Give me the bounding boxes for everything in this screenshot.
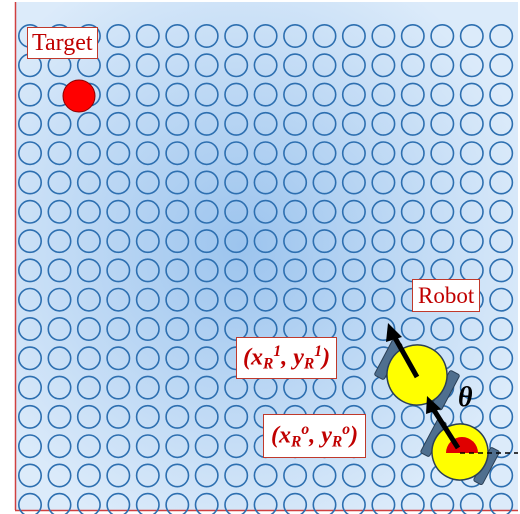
paren-open: ( bbox=[271, 423, 279, 449]
robot-label: Robot bbox=[412, 279, 480, 312]
target-label: Target bbox=[27, 27, 98, 59]
target-label-text: Target bbox=[32, 30, 93, 56]
position-0-label: (xRo, yRo) bbox=[263, 414, 366, 458]
target-marker bbox=[63, 80, 95, 112]
position-1-label: (xR1, yR1) bbox=[236, 337, 337, 379]
paren-close: ) bbox=[350, 423, 358, 449]
paren-close: ) bbox=[322, 345, 330, 371]
paren-open: ( bbox=[243, 345, 251, 371]
theta-label: θ bbox=[458, 384, 473, 412]
robot-label-text: Robot bbox=[418, 283, 474, 308]
